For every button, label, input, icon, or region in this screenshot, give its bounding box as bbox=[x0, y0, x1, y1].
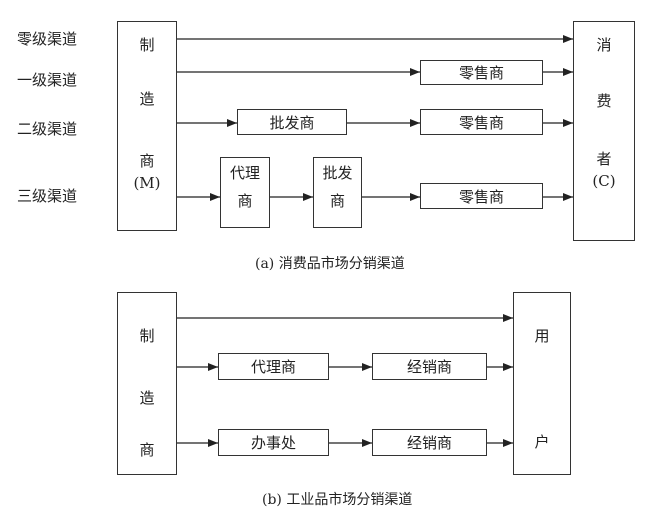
dealer-box-b-2: 经销商 bbox=[372, 429, 487, 456]
consumer-code: (C) bbox=[592, 172, 616, 190]
caption-a: (a) 消费品市场分销渠道 bbox=[255, 256, 405, 272]
consumer-box: 消 费 者 (C) bbox=[573, 21, 635, 241]
row-label-zero-level: 零级渠道 bbox=[17, 30, 78, 48]
row-label-three-level: 三级渠道 bbox=[17, 187, 78, 205]
wholesaler-box-three-level: 批发 商 bbox=[313, 157, 362, 228]
manufacturer-code: (M) bbox=[133, 174, 161, 192]
manufacturer-char-3: 商 bbox=[139, 152, 155, 170]
manufacturer-char-2: 造 bbox=[139, 90, 155, 108]
consumer-char-1: 消 bbox=[596, 36, 612, 54]
manufacturer-b-char-2: 造 bbox=[139, 389, 155, 407]
retailer-box-one-level: 零售商 bbox=[420, 60, 543, 85]
row-label-one-level: 一级渠道 bbox=[17, 71, 78, 89]
user-box: 用 户 bbox=[513, 292, 571, 475]
wholesaler-text-line-1: 批发 bbox=[322, 164, 353, 182]
manufacturer-b-char-1: 制 bbox=[139, 327, 155, 345]
retailer-box-three-level: 零售商 bbox=[420, 183, 543, 209]
wholesaler-text-line-2: 商 bbox=[329, 192, 345, 210]
agent-text-line-1: 代理 bbox=[229, 164, 260, 182]
office-box-b: 办事处 bbox=[218, 429, 329, 456]
row-label-two-level: 二级渠道 bbox=[17, 120, 78, 138]
agent-box-three-level: 代理 商 bbox=[220, 157, 270, 228]
dealer-box-b-1: 经销商 bbox=[372, 353, 487, 380]
user-char-2: 户 bbox=[534, 433, 550, 451]
manufacturer-box: 制 造 商 (M) bbox=[117, 21, 177, 231]
caption-b: (b) 工业品市场分销渠道 bbox=[262, 492, 413, 508]
retailer-box-two-level: 零售商 bbox=[420, 109, 543, 135]
manufacturer-box-b: 制 造 商 bbox=[117, 292, 177, 475]
consumer-char-3: 者 bbox=[596, 150, 612, 168]
agent-box-b: 代理商 bbox=[218, 353, 329, 380]
manufacturer-b-char-3: 商 bbox=[139, 441, 155, 459]
user-char-1: 用 bbox=[534, 327, 550, 345]
manufacturer-char-1: 制 bbox=[139, 36, 155, 54]
wholesaler-box-two-level: 批发商 bbox=[237, 109, 347, 135]
consumer-char-2: 费 bbox=[596, 92, 612, 110]
agent-text-line-2: 商 bbox=[237, 192, 253, 210]
